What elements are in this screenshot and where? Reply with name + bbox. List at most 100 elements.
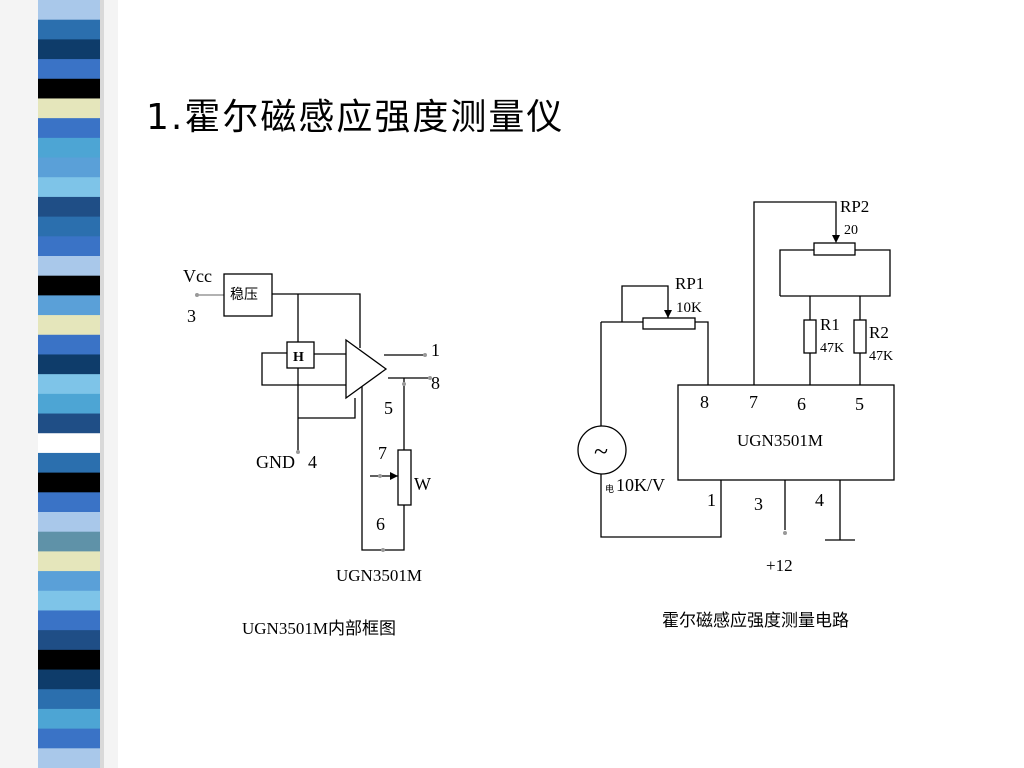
stripe-segment — [38, 433, 100, 454]
gnd-pin: 4 — [308, 452, 317, 472]
right-pin-5: 5 — [855, 394, 864, 414]
stripe-segment — [38, 728, 100, 749]
regulator-label: 稳压 — [230, 287, 258, 303]
potentiometer-w — [397, 449, 412, 506]
r2-label: R2 — [869, 323, 889, 342]
wiper-arrow — [390, 472, 398, 480]
gnd-label: GND — [256, 452, 295, 472]
pin-7: 7 — [378, 443, 387, 463]
right-wires — [600, 201, 891, 541]
terminal-dot — [428, 376, 432, 380]
stripe-segment — [38, 137, 100, 159]
terminal-dot — [378, 474, 382, 478]
stripe-segment — [38, 275, 100, 296]
r2-value: 47K — [869, 349, 893, 364]
stripe-segment — [38, 236, 100, 257]
stripe-segment — [38, 295, 100, 316]
amplifier-symbol — [345, 338, 388, 400]
right-diagram-caption: 霍尔磁感应强度测量电路 — [662, 611, 849, 630]
left-diagram-caption: UGN3501M内部框图 — [242, 619, 396, 638]
right-pin-7: 7 — [749, 392, 758, 412]
stripe-segment — [38, 196, 100, 218]
rp1-label: RP1 — [675, 274, 704, 293]
hall-element-label: H — [293, 350, 304, 365]
rp2-potentiometer — [813, 242, 856, 256]
source-small-label: 电 — [605, 483, 614, 494]
stripe-segment — [38, 19, 100, 40]
ac-source-symbol — [577, 425, 627, 475]
regulator-box — [223, 273, 273, 317]
stripe-segment — [38, 216, 100, 237]
pot-label: W — [414, 474, 431, 494]
stripe-segment — [38, 177, 100, 198]
stripe-segment — [38, 708, 100, 730]
stripe-segment — [38, 157, 100, 178]
r1-label: R1 — [820, 315, 840, 334]
stripe-segment — [38, 256, 100, 277]
source-label: 10K/V — [616, 475, 665, 495]
stripe-segment — [38, 98, 100, 119]
stripe-segment — [38, 118, 100, 139]
stripe-segment — [38, 59, 100, 80]
r1-value: 47K — [820, 341, 844, 356]
right-pin-3: 3 — [754, 494, 763, 514]
stripe-segment — [38, 393, 100, 415]
rp1-potentiometer — [642, 317, 696, 330]
right-pin-1: 1 — [707, 490, 716, 510]
stripe-segment — [38, 669, 100, 690]
stripe-segment — [38, 630, 100, 651]
slide-title: 1.霍尔磁感应强度测量仪 — [146, 97, 565, 138]
ugn3501m-chip-body — [677, 384, 895, 481]
rp2-wiper-arrow — [832, 235, 840, 243]
stripe-segment — [38, 610, 100, 631]
terminal-dot — [783, 531, 787, 535]
right-pin-6: 6 — [797, 394, 806, 414]
vcc-label: Vcc — [183, 266, 212, 286]
stripe-segment — [38, 413, 100, 434]
terminal-dot — [423, 353, 427, 357]
rp2-value: 20 — [844, 223, 858, 238]
stripe-segment — [38, 492, 100, 513]
terminal-dot — [381, 548, 385, 552]
stripe-segment — [38, 354, 100, 375]
stripe-segment — [38, 374, 100, 395]
stripe-segment — [38, 78, 100, 100]
r1-resistor — [803, 319, 817, 354]
out-pin-8: 8 — [431, 373, 440, 393]
stripe-segment — [38, 39, 100, 60]
r2-resistor — [853, 319, 867, 354]
pin-5: 5 — [384, 398, 393, 418]
terminal-dot — [296, 450, 300, 454]
vcc-pin: 3 — [187, 306, 196, 326]
stripe-segment — [38, 334, 100, 356]
stripe-segment — [38, 689, 100, 710]
stripe-segment — [38, 649, 100, 671]
stripe-segment — [38, 452, 100, 474]
stripe-segment — [38, 590, 100, 612]
stripe-segment — [38, 571, 100, 592]
stripe-segment — [38, 0, 100, 21]
terminal-dot — [402, 382, 406, 386]
hall-element-box — [286, 341, 315, 369]
stripe-segment — [38, 748, 100, 768]
pin-6: 6 — [376, 514, 385, 534]
rp2-label: RP2 — [840, 197, 869, 216]
out-pin-1: 1 — [431, 340, 440, 360]
right-chip-label: UGN3501M — [737, 431, 823, 450]
stripe-segment — [38, 531, 100, 552]
supply-label: +12 — [766, 556, 793, 575]
left-chip-label: UGN3501M — [336, 566, 422, 585]
ac-source-tilde: ~ — [594, 437, 608, 466]
stripe-segment — [38, 315, 100, 336]
decorative-stripe-bar — [0, 0, 118, 768]
stripe-edge — [100, 0, 104, 768]
stripe-segment — [38, 512, 100, 533]
rp1-wiper-arrow — [664, 310, 672, 318]
rp1-value: 10K — [676, 300, 702, 316]
right-pin-4: 4 — [815, 490, 824, 510]
right-pin-8: 8 — [700, 392, 709, 412]
terminal-dot — [195, 293, 199, 297]
stripe-segment — [38, 472, 100, 493]
stripe-segment — [38, 551, 100, 572]
